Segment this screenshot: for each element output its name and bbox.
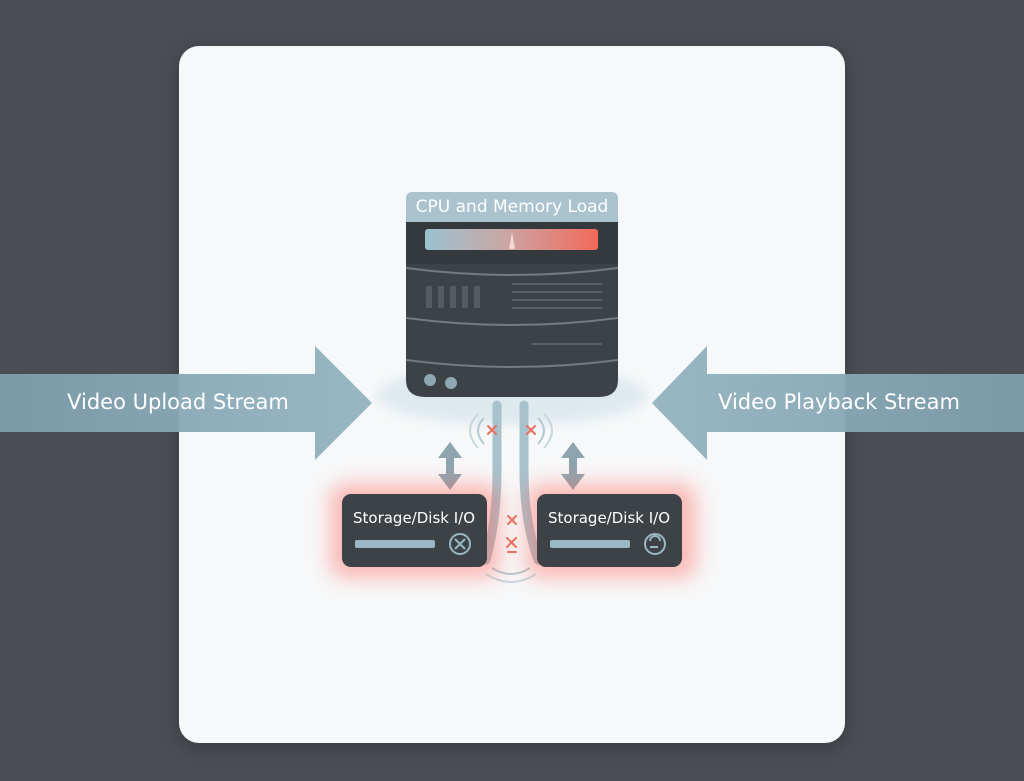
server-vents: [426, 286, 480, 308]
server-lines: [512, 283, 602, 345]
io-double-arrow-right: [561, 442, 585, 490]
storage-module-left: [330, 484, 500, 578]
status-led: [424, 374, 436, 386]
upload-stream-arrow: [0, 346, 372, 460]
storage-label-left: Storage/Disk I/O: [353, 509, 475, 527]
playback-stream-label: Video Playback Stream: [718, 390, 960, 414]
storage-label-right: Storage/Disk I/O: [548, 509, 670, 527]
status-led: [445, 377, 457, 389]
upload-stream-label: Video Upload Stream: [67, 390, 289, 414]
storage-io-bar: [355, 540, 435, 548]
storage-io-bar: [550, 540, 630, 548]
storage-module-right: [526, 484, 696, 578]
x-circle-icon: [449, 533, 471, 555]
io-double-arrow-left: [438, 442, 462, 490]
load-label-bg: [406, 192, 618, 220]
load-label: CPU and Memory Load: [416, 197, 609, 217]
playback-stream-arrow: [652, 346, 1024, 460]
refresh-icon: [644, 533, 666, 555]
failure-markers: [487, 425, 536, 553]
load-spike: [509, 232, 515, 249]
server-stack: [405, 192, 619, 397]
